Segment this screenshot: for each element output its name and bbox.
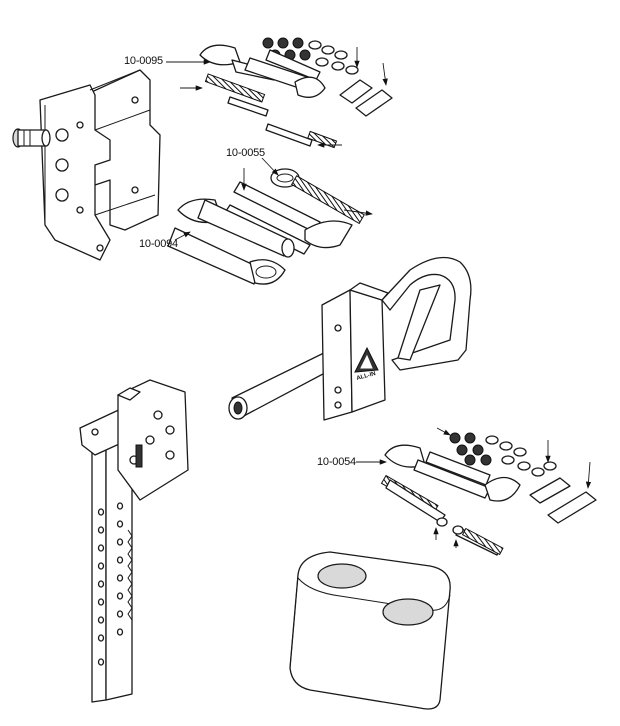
leader-10-0055 <box>261 157 279 176</box>
part-label-10-0054: 10-0054 <box>317 456 356 468</box>
foam-bumper-block <box>289 551 451 710</box>
hardware-kit-top <box>180 37 393 149</box>
part-label-10-0094: 10-0094 <box>139 238 178 250</box>
hardware-kit-bottom <box>380 427 597 556</box>
rack-arm-assembly <box>228 256 472 421</box>
post-adjustment-holes <box>97 502 124 666</box>
mounting-bracket-plate <box>12 69 161 261</box>
part-label-10-0055: 10-0055 <box>226 147 265 159</box>
leader-10-0094 <box>174 231 191 241</box>
post-locking-spring <box>127 529 133 621</box>
hitch-pins-set <box>167 168 373 285</box>
vertical-receiver-post <box>79 379 189 703</box>
brand-logo-text: ALL-IN <box>356 371 377 382</box>
part-label-10-0095: 10-0095 <box>124 55 163 67</box>
